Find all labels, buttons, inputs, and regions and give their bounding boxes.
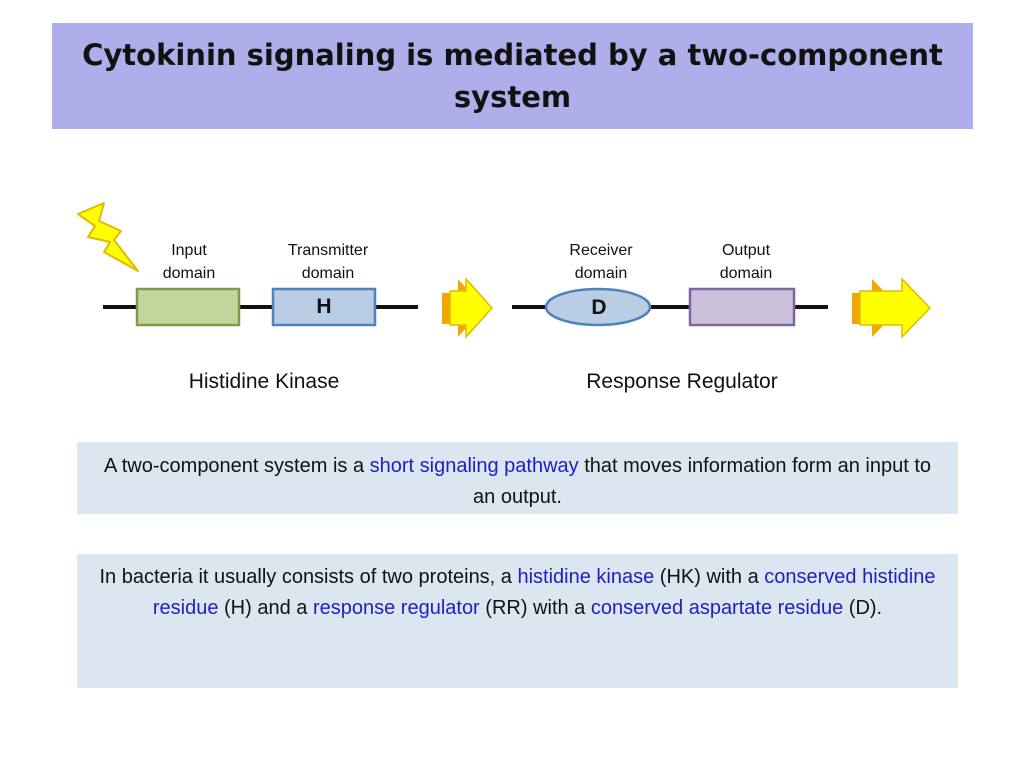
transmitter-domain-label-1: Transmitter: [288, 242, 369, 259]
note1-text-1: A two-component system is a: [103, 455, 370, 477]
conserved-histidine-term: conserved histidine residue: [152, 566, 936, 619]
short-signaling-pathway-term: short signaling pathway: [369, 455, 579, 477]
histidine-h-label: H: [316, 295, 331, 318]
output-arrow-icon: [852, 277, 932, 339]
lightning-bolt-icon: [77, 202, 139, 272]
note2-text-4: (RR) with a: [479, 597, 591, 619]
receiver-domain-oval: [544, 287, 652, 327]
transmitter-domain-box: [271, 287, 377, 327]
input-domain-box: [135, 287, 241, 327]
note2-text-3: (H) and a: [218, 597, 313, 619]
title-banner: Cytokinin signaling is mediated by a two…: [52, 23, 973, 129]
receiver-domain-label-2: domain: [575, 265, 627, 282]
response-regulator-term: response regulator: [312, 597, 480, 619]
note2-text-5: (D).: [843, 597, 883, 619]
slide-title: Cytokinin signaling is mediated by a two…: [82, 38, 943, 114]
conserved-aspartate-term: conserved aspartate residue: [590, 597, 844, 619]
transmitter-domain-label-2: domain: [302, 265, 354, 282]
histidine-kinase-label: Histidine Kinase: [189, 370, 340, 393]
receiver-domain-label-1: Receiver: [569, 242, 633, 259]
two-component-diagram: H Input domain Transmitter domain D Rece…: [77, 202, 932, 393]
response-regulator-label: Response Regulator: [586, 370, 777, 393]
signal-arrow-icon: [442, 277, 494, 339]
output-domain-box: [688, 287, 796, 327]
note2-text-2: (HK) with a: [654, 566, 765, 588]
definition-note: A two-component system is a short signal…: [77, 442, 958, 514]
input-domain-label-2: domain: [163, 265, 215, 282]
aspartate-d-label: D: [591, 296, 606, 319]
output-domain-label-1: Output: [722, 242, 771, 259]
note2-text-1: In bacteria it usually consists of two p…: [99, 566, 518, 588]
bacteria-note: In bacteria it usually consists of two p…: [77, 554, 958, 688]
input-domain-label-1: Input: [171, 242, 207, 259]
output-domain-label-2: domain: [720, 265, 772, 282]
note1-text-2: that moves information form an input to …: [473, 455, 932, 508]
histidine-kinase-term: histidine kinase: [517, 566, 655, 588]
